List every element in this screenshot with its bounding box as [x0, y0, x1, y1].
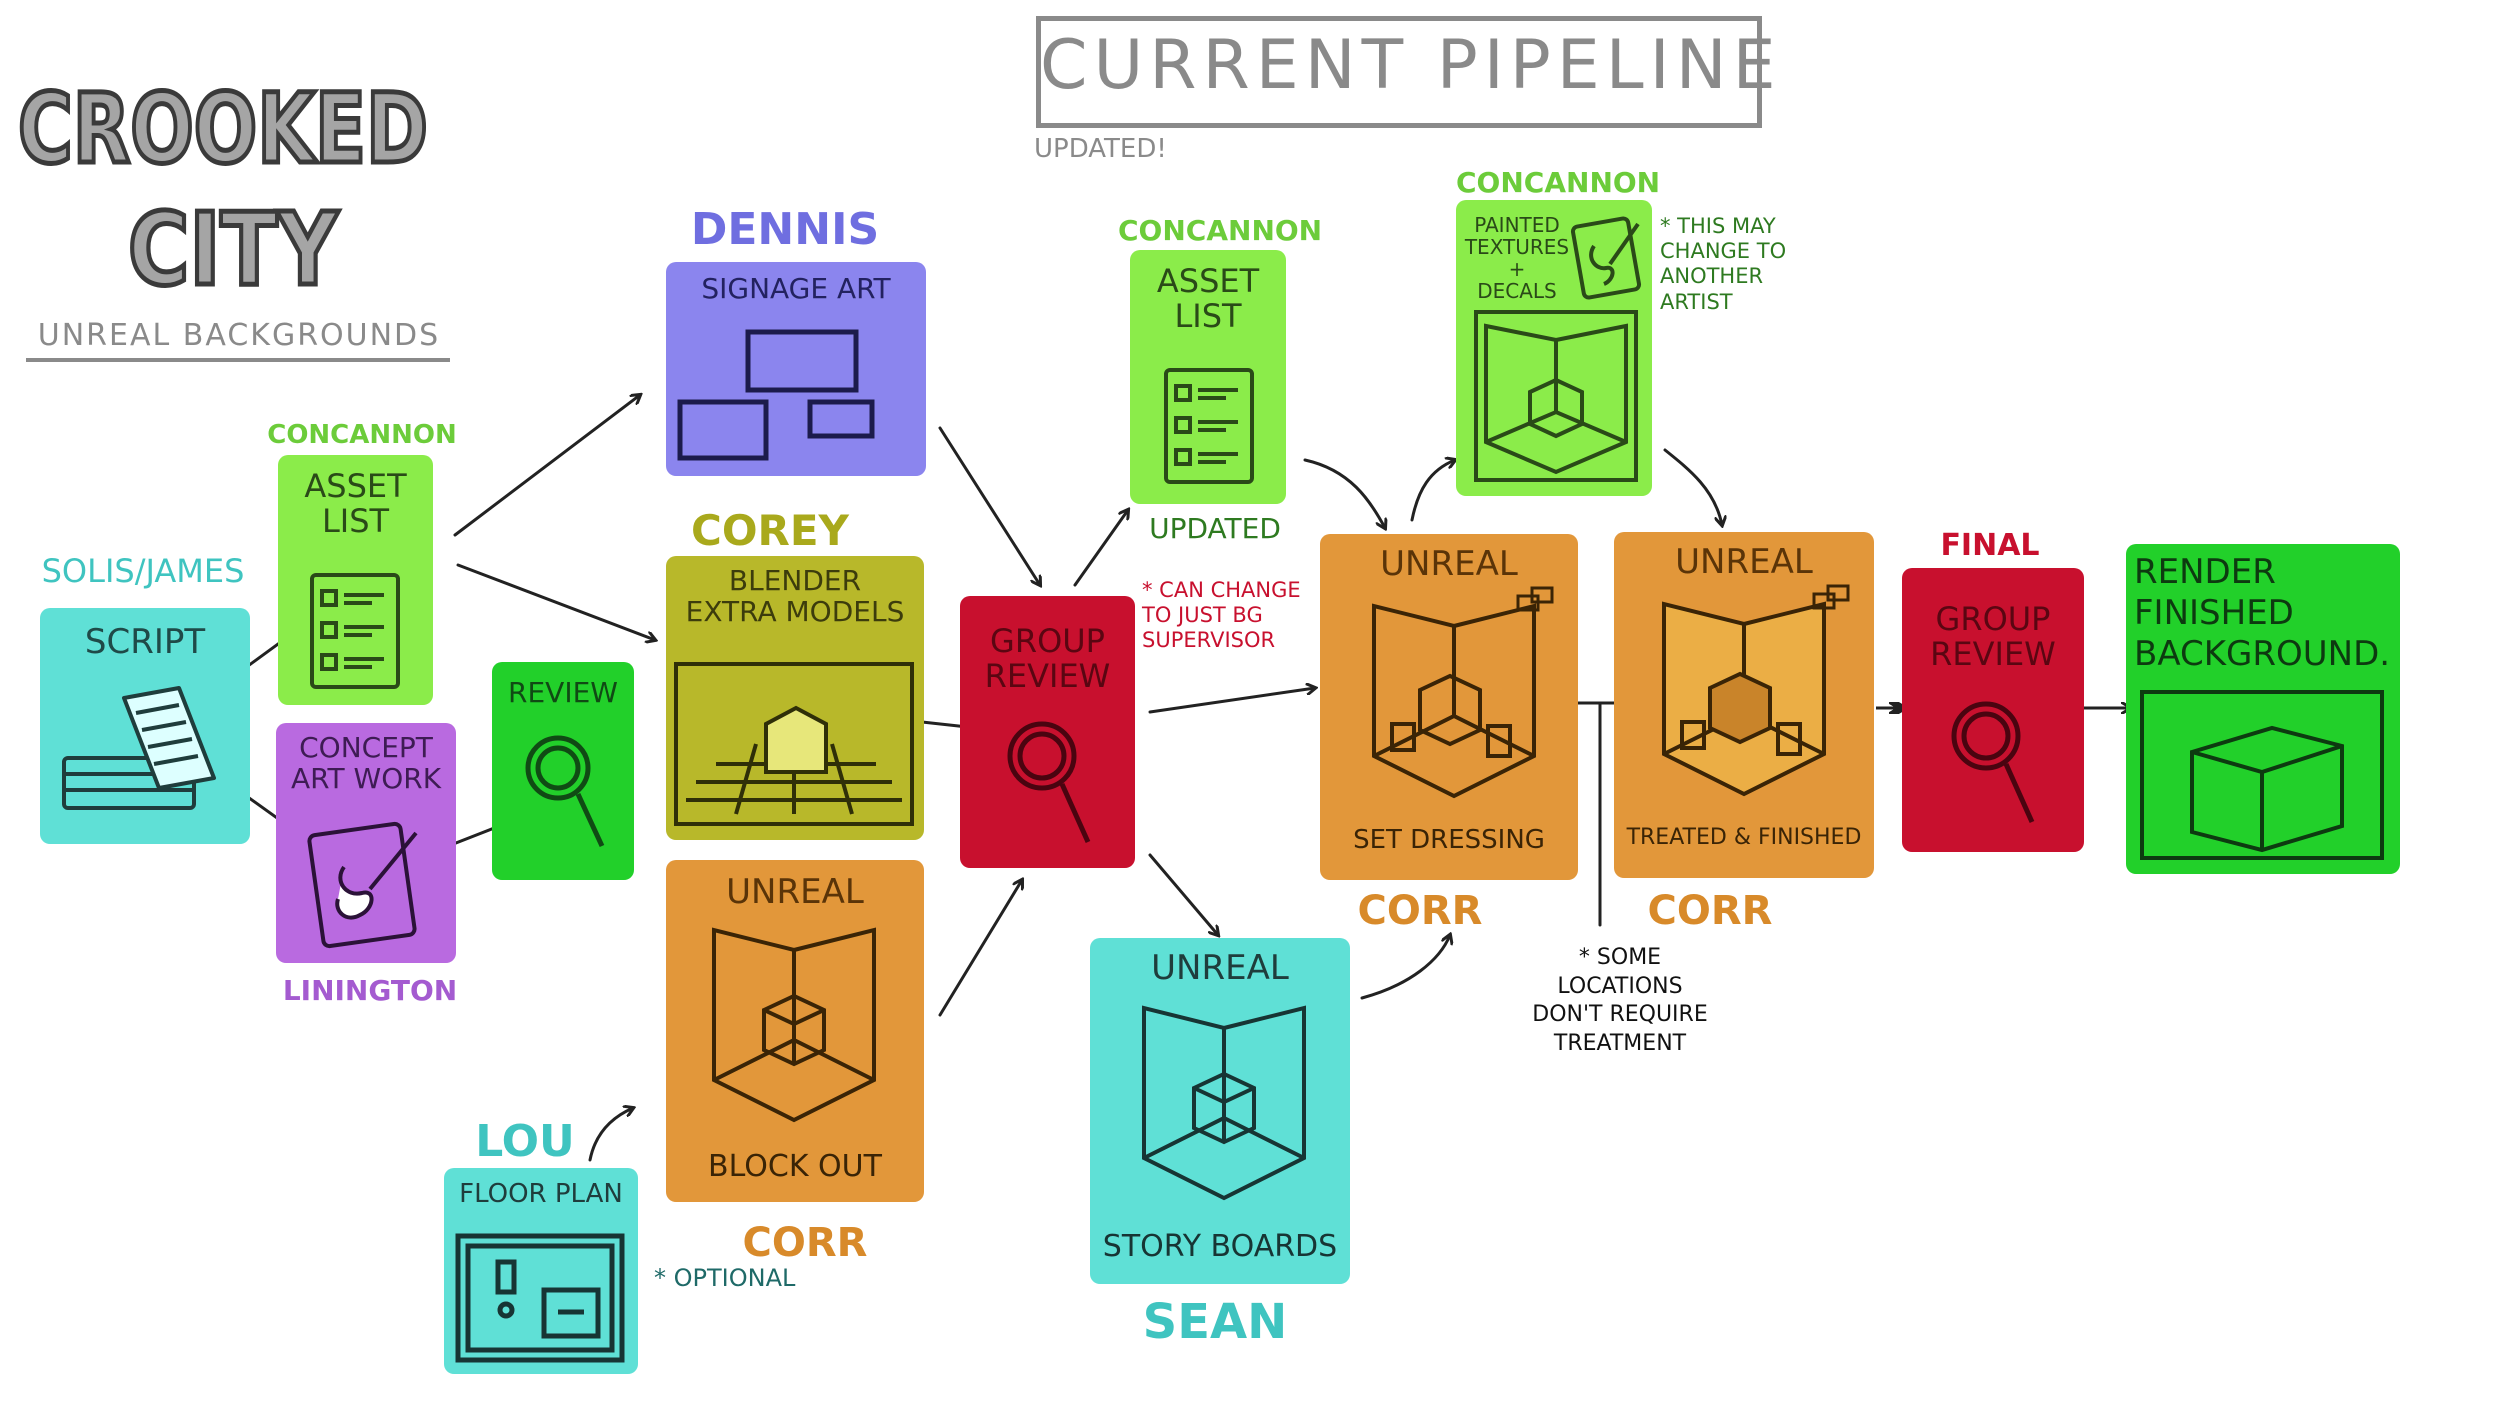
asset-list-mid-label: ASSET LIST: [1156, 262, 1260, 336]
checklist-icon: [310, 573, 400, 689]
asset-list-left-label: ASSET LIST: [304, 467, 407, 541]
owner-corey: COREY: [691, 506, 849, 555]
owner-corr-dressing: CORR: [1357, 888, 1483, 934]
room-cube-icon: [1142, 1005, 1306, 1201]
group-review-1-label: GROUP REVIEW: [984, 622, 1111, 696]
floor-plan-label: FLOOR PLAN: [459, 1179, 623, 1209]
blender-card[interactable]: BLENDER EXTRA MODELS: [666, 556, 924, 840]
owner-solis-james: SOLIS/JAMES: [41, 552, 245, 590]
unreal-treated-label: UNREAL: [1675, 542, 1813, 582]
room-cube-icon: [712, 927, 876, 1123]
can-change-note: * CAN CHANGE TO JUST BG SUPERVISOR: [1142, 578, 1301, 653]
magnifier-icon: [1007, 721, 1091, 844]
updated-note: UPDATED!: [1034, 134, 1167, 164]
owner-concannon-left: CONCANNON: [267, 420, 457, 450]
group-review-card-1[interactable]: GROUP REVIEW: [960, 596, 1135, 868]
script-card[interactable]: SCRIPT: [40, 608, 250, 844]
cube-icon: [2140, 690, 2384, 860]
title-box: [1036, 16, 1762, 128]
floor-plan-card[interactable]: FLOOR PLAN: [444, 1168, 638, 1374]
logo-subtitle: UNREAL BACKGROUNDS: [37, 318, 441, 353]
dressing-caption: SET DRESSING: [1353, 825, 1545, 855]
signage-art-card[interactable]: SIGNAGE ART: [666, 262, 926, 476]
magnifier-icon: [1951, 701, 2035, 824]
some-locations-note: * SOME LOCATIONS DON'T REQUIRE TREATMENT: [1532, 945, 1708, 1056]
owner-sean: SEAN: [1142, 1294, 1288, 1350]
concept-art-label: CONCEPT ART WORK: [290, 731, 442, 795]
blender-label: BLENDER EXTRA MODELS: [685, 564, 905, 628]
signs-icon: [677, 329, 875, 461]
signage-art-label: SIGNAGE ART: [701, 272, 891, 305]
room-props-icon: [1474, 310, 1638, 482]
owner-lou: LOU: [475, 1116, 575, 1167]
owner-linington: LININGTON: [282, 974, 458, 1007]
group-review-card-2[interactable]: GROUP REVIEW: [1902, 568, 2084, 852]
owner-concannon-textures: CONCANNON: [1456, 166, 1661, 199]
arrow-group-to-dressing: [1148, 688, 1315, 714]
owner-corr-blockout: CORR: [742, 1220, 868, 1266]
render-label: RENDER FINISHED BACKGROUND.: [2134, 552, 2391, 674]
papers-icon: [62, 686, 216, 810]
concept-art-card[interactable]: CONCEPT ART WORK: [276, 723, 456, 963]
arrow-blockout-to-group: [938, 880, 1022, 1017]
palette-brush-icon: [1570, 216, 1642, 300]
may-change-note: * THIS MAY CHANGE TO ANOTHER ARTIST: [1660, 214, 1787, 314]
crate-grid-icon: [674, 662, 914, 826]
arrow-signage-to-group: [938, 426, 1040, 585]
bricks-icon: [1516, 586, 1554, 612]
crooked-city-logo: CROOKED CITY: [16, 71, 431, 311]
arrow-group-to-storyboards: [1148, 853, 1218, 935]
owner-corr-treated: CORR: [1647, 888, 1773, 934]
checklist-icon: [1164, 368, 1254, 484]
owner-concannon-mid: CONCANNON: [1118, 214, 1323, 247]
group-review-2-label: GROUP REVIEW: [1930, 600, 2056, 674]
arrow-textures-to-treated: [1663, 448, 1722, 525]
unreal-storyboards-card[interactable]: UNREAL STORY BOARDS: [1090, 938, 1350, 1284]
arrow-dressing-to-textures: [1410, 460, 1455, 522]
asset-list-card-left[interactable]: ASSET LIST: [278, 455, 433, 705]
script-label: SCRIPT: [84, 622, 206, 662]
painted-textures-label: PAINTED TEXTURES + DECALS: [1464, 213, 1570, 303]
room-props-icon: [1372, 603, 1536, 799]
painted-textures-card[interactable]: PAINTED TEXTURES + DECALS: [1456, 200, 1652, 496]
page-title: CURRENT PIPELINE: [1040, 26, 1782, 105]
unreal-blockout-card[interactable]: UNREAL BLOCK OUT: [666, 860, 924, 1202]
unreal-storyboards-label: UNREAL: [1151, 948, 1289, 988]
unreal-blockout-label: UNREAL: [726, 872, 864, 912]
treated-caption: TREATED & FINISHED: [1626, 825, 1862, 850]
unreal-treated-card[interactable]: UNREAL TREATED & FINISHED: [1614, 532, 1874, 878]
arrow-storyboards-to-dressing: [1360, 935, 1450, 1000]
unreal-dressing-label: UNREAL: [1380, 544, 1518, 584]
optional-note: * OPTIONAL: [654, 1264, 796, 1292]
lit-room-icon: [1662, 601, 1826, 797]
logo-underline: [26, 358, 450, 362]
arrow-asset-to-blender: [456, 563, 655, 640]
render-card[interactable]: RENDER FINISHED BACKGROUND.: [2126, 544, 2400, 874]
owner-final: FINAL: [1940, 528, 2040, 563]
logo-line1: CROOKED: [18, 73, 428, 185]
logo-line2: CITY: [128, 191, 339, 308]
review-label: REVIEW: [508, 676, 618, 709]
asset-list-card-mid[interactable]: ASSET LIST: [1130, 250, 1286, 504]
arrow-asset-to-signage: [453, 395, 640, 537]
blockout-caption: BLOCK OUT: [708, 1149, 882, 1184]
arrow-assetmid-to-dressing: [1303, 458, 1385, 528]
owner-dennis: DENNIS: [690, 204, 880, 255]
storyboards-caption: STORY BOARDS: [1102, 1229, 1338, 1264]
bricks-icon: [1812, 584, 1850, 610]
unreal-dressing-card[interactable]: UNREAL SET DRESSING: [1320, 534, 1578, 880]
floor-plan-icon: [455, 1233, 625, 1363]
arrow-lou-up: [588, 1108, 633, 1162]
palette-brush-icon: [307, 821, 418, 949]
arrow-group-to-assetmid: [1073, 510, 1128, 587]
owner-updated: UPDATED: [1149, 512, 1281, 545]
review-card[interactable]: REVIEW: [492, 662, 634, 880]
magnifier-icon: [525, 735, 605, 848]
